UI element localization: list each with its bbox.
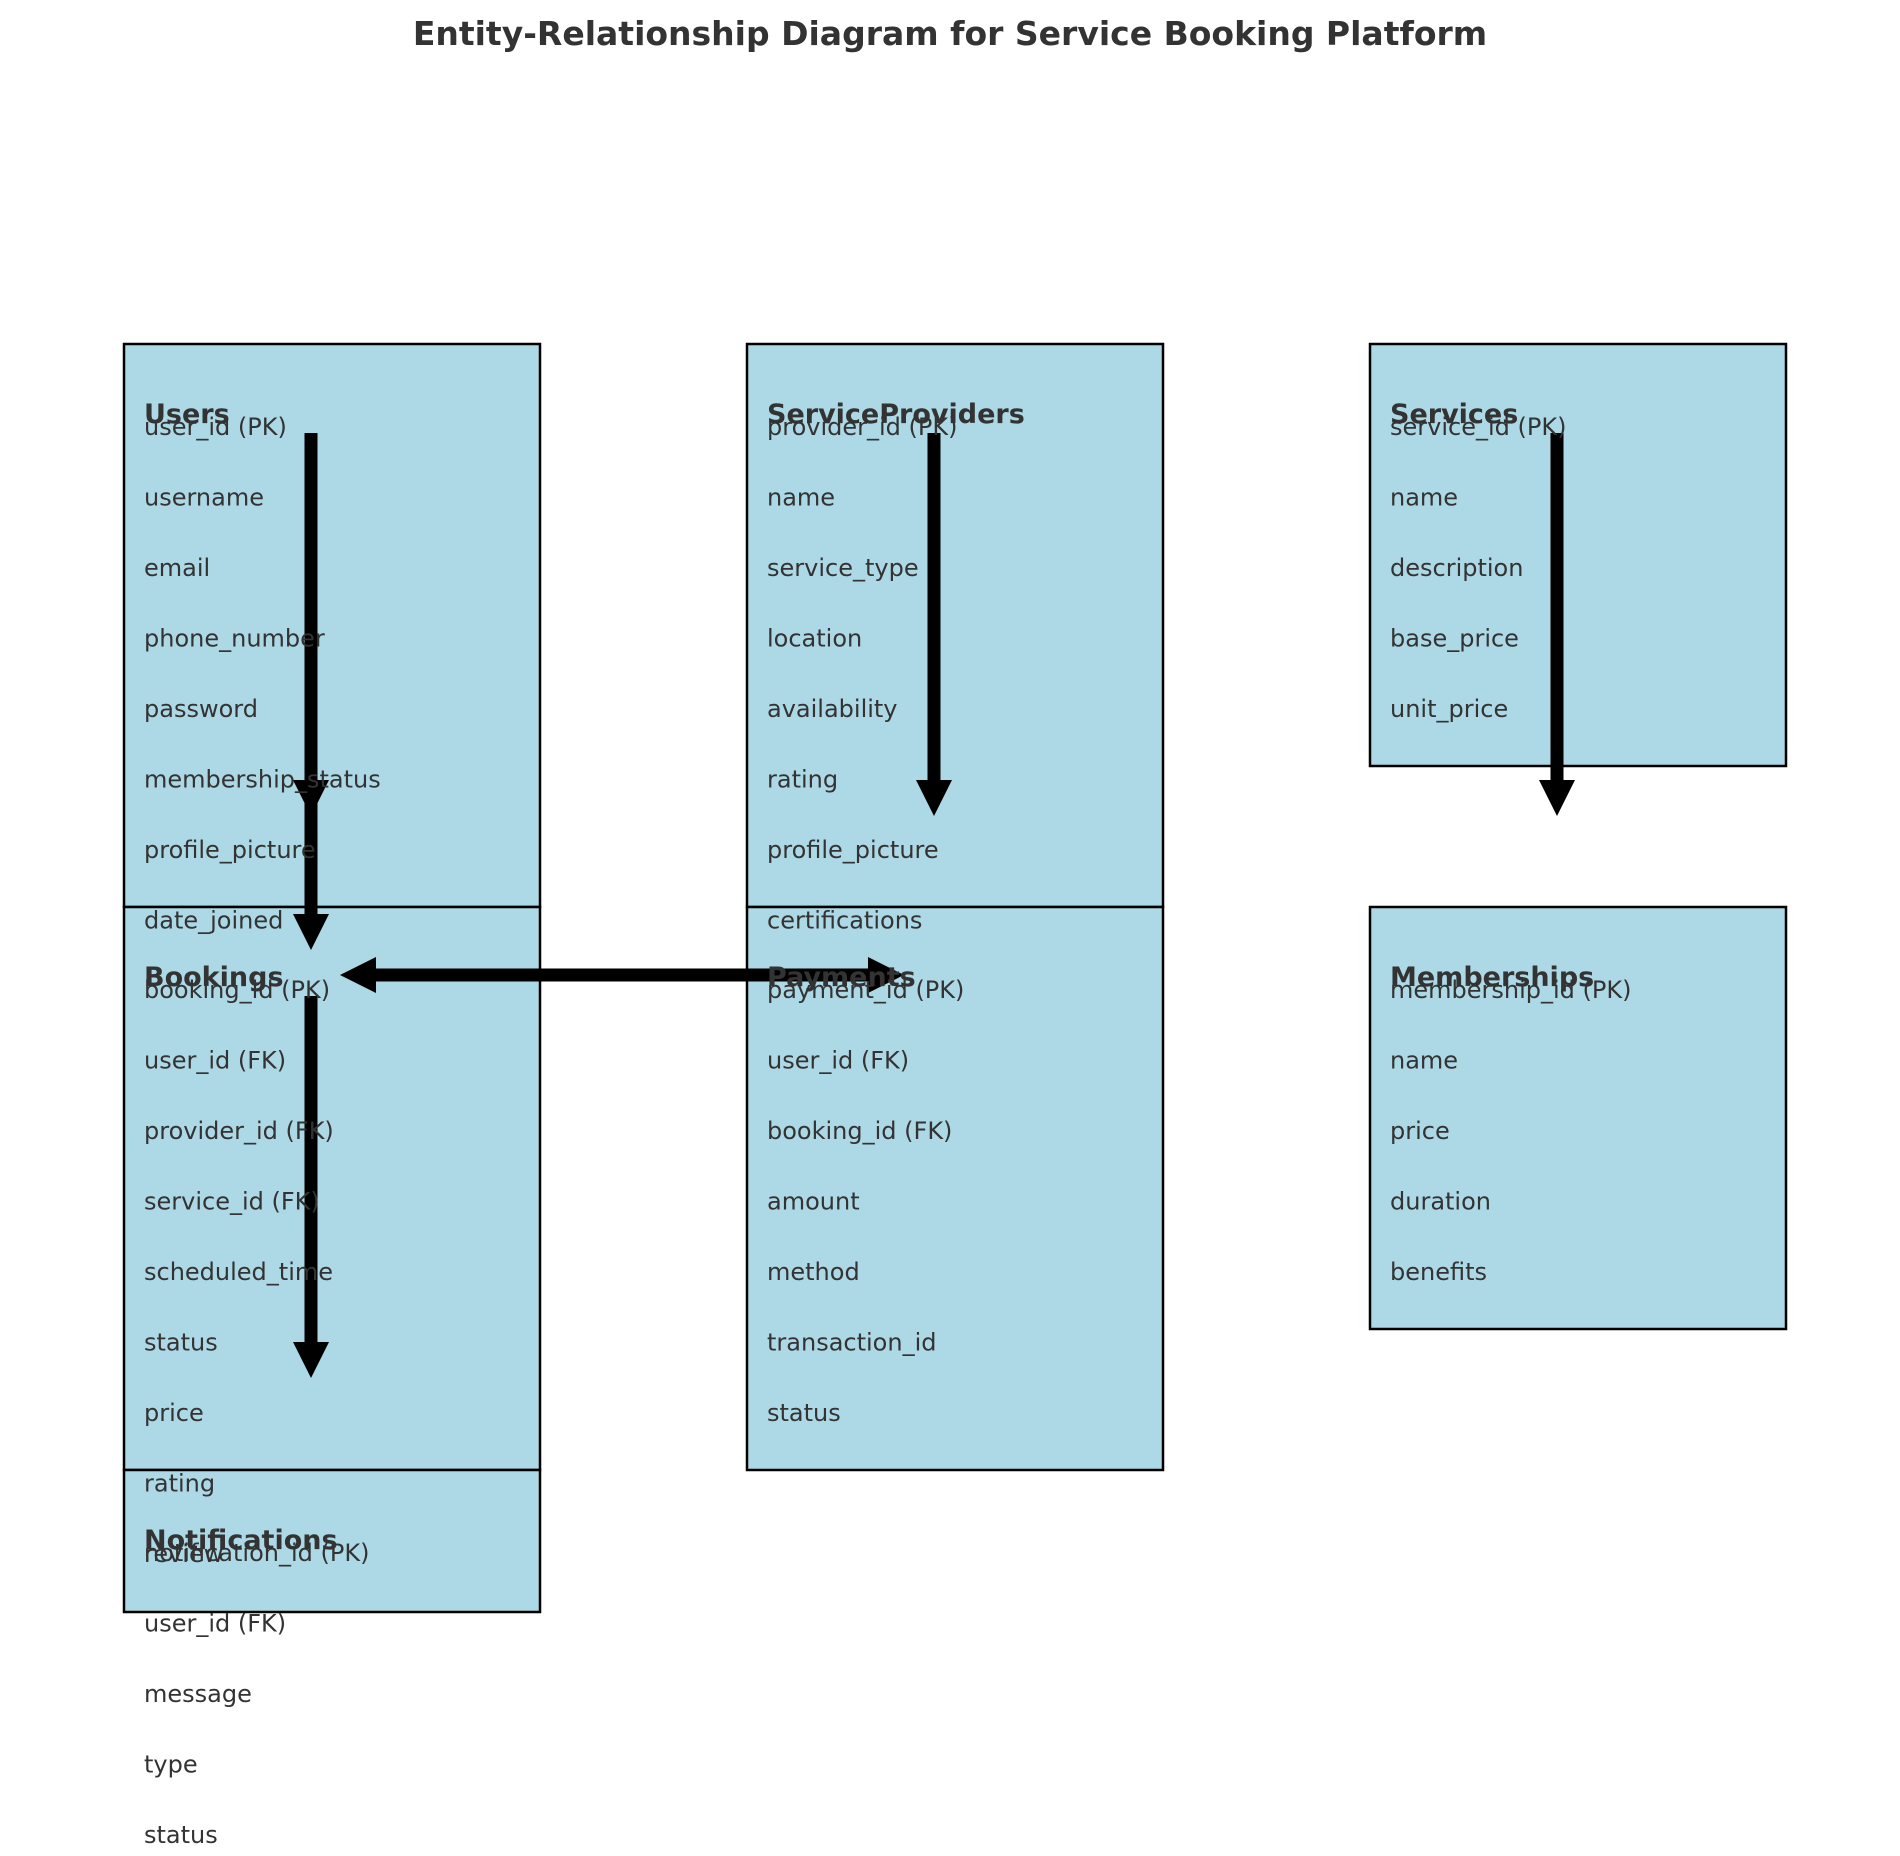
entity-service-providers-attribute: certifications	[767, 907, 922, 935]
arrow-service-providers-to-bookings	[916, 433, 952, 816]
entity-users-attribute: email	[144, 554, 210, 582]
entity-notifications-attribute: message	[144, 1680, 252, 1708]
entity-bookings-attribute: user_id (FK)	[144, 1047, 286, 1075]
arrow-bookings-to-notifications	[293, 996, 329, 1378]
entity-notifications-title: Notifications	[144, 1525, 338, 1556]
entity-payments-attribute: transaction_id	[767, 1329, 936, 1357]
entity-payments-attribute: payment_id (PK)	[767, 976, 964, 1004]
entity-users-attribute: username	[144, 484, 264, 512]
entity-service-providers-attribute: profile_picture	[767, 836, 939, 864]
entity-services-attribute: description	[1390, 554, 1523, 582]
entity-notifications-attribute: type	[144, 1751, 198, 1779]
entity-bookings-attribute: price	[144, 1399, 204, 1427]
entity-memberships-box	[1368, 905, 1788, 1331]
entity-bookings-attribute: review	[144, 1540, 223, 1568]
entity-service-providers-attribute: rating	[767, 766, 838, 794]
entity-services-box	[1368, 342, 1788, 768]
entity-memberships-attribute: membership_id (PK)	[1390, 976, 1631, 1004]
entity-memberships-attribute: duration	[1390, 1188, 1491, 1216]
entity-service-providers-attribute: provider_id (PK)	[767, 413, 957, 441]
arrow-users-to-bookings-lower	[293, 433, 329, 950]
entity-service-providers-box	[745, 342, 1165, 909]
entity-service-providers-attribute: location	[767, 625, 862, 653]
entity-services-attribute: base_price	[1390, 625, 1519, 653]
entity-users-attribute: date_joined	[144, 907, 283, 935]
entity-users-box	[122, 342, 542, 909]
entity-bookings-box	[122, 905, 542, 1472]
entity-bookings-title: Bookings	[144, 962, 284, 993]
entity-service-providers-attribute: service_type	[767, 554, 919, 582]
entity-memberships-attribute: name	[1390, 1047, 1458, 1075]
entity-payments-attribute: amount	[767, 1188, 860, 1216]
entity-payments-attribute: booking_id (FK)	[767, 1117, 952, 1145]
entity-bookings-attribute: status	[144, 1329, 218, 1357]
entity-payments-title: Payments	[767, 962, 916, 993]
entity-users-attribute: membership_status	[144, 766, 381, 794]
entity-users-attribute: profile_picture	[144, 836, 316, 864]
entity-memberships-attribute: benefits	[1390, 1258, 1487, 1286]
entity-memberships-title: Memberships	[1390, 962, 1594, 993]
entity-notifications-attribute: user_id (FK)	[144, 1610, 286, 1638]
diagram-title: Entity-Relationship Diagram for Service …	[412, 14, 1488, 53]
arrow-services-to-bookings	[1539, 433, 1575, 816]
entity-payments-attribute: status	[767, 1399, 841, 1427]
entity-memberships-attribute: price	[1390, 1117, 1450, 1145]
entity-services-attribute: unit_price	[1390, 695, 1508, 723]
arrow-bookings-payments	[340, 957, 904, 993]
entity-users-attribute: user_id (PK)	[144, 413, 287, 441]
entity-users-attribute: phone_number	[144, 625, 325, 653]
entity-service-providers-attribute: availability	[767, 695, 898, 723]
entity-services-title: Services	[1390, 399, 1518, 430]
entity-users-attribute: password	[144, 695, 258, 723]
entity-payments-attribute: user_id (FK)	[767, 1047, 909, 1075]
entity-bookings-attribute: scheduled_time	[144, 1258, 333, 1286]
entity-notifications-attribute: notification_id (PK)	[144, 1539, 369, 1567]
entity-notifications-box	[122, 1468, 542, 1614]
entity-notifications-attribute: status	[144, 1821, 218, 1849]
entity-services-attribute: service_id (PK)	[1390, 413, 1566, 441]
entity-service-providers-attribute: name	[767, 484, 835, 512]
entity-bookings-attribute: service_id (FK)	[144, 1188, 320, 1216]
entity-payments-box	[745, 905, 1165, 1472]
entity-bookings-attribute: provider_id (FK)	[144, 1117, 334, 1145]
entity-users-title: Users	[144, 399, 230, 430]
entity-payments-attribute: method	[767, 1258, 860, 1286]
entity-bookings-attribute: booking_id (PK)	[144, 976, 330, 1004]
entity-bookings-attribute: rating	[144, 1470, 215, 1498]
entity-service-providers-title: ServiceProviders	[767, 399, 1025, 430]
entity-services-attribute: name	[1390, 484, 1458, 512]
